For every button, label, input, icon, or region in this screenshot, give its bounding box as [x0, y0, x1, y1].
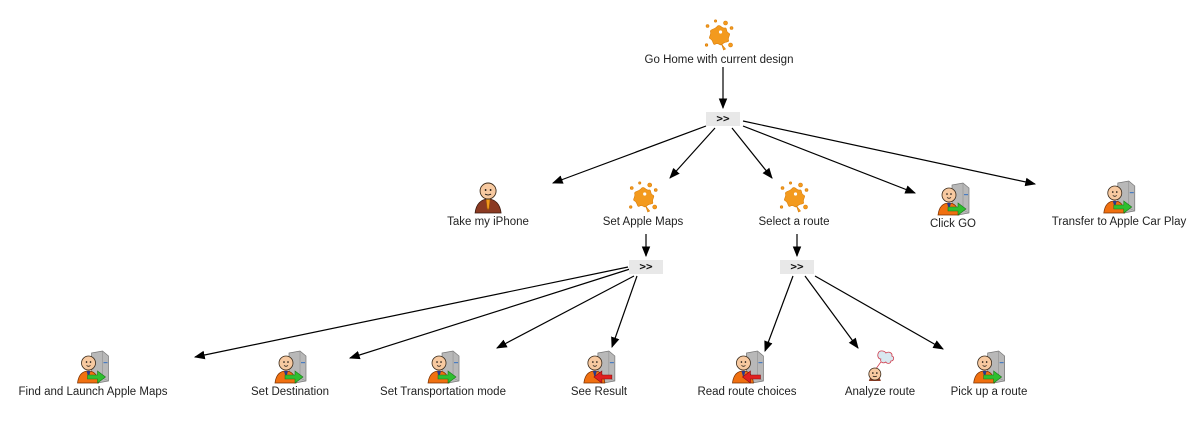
edge-op2-to-find	[193, 266, 629, 360]
interaction-task-icon	[427, 350, 460, 384]
task-label: Read route choices	[697, 386, 797, 398]
interaction-task-icon	[274, 350, 307, 384]
task-node-read-route-choices[interactable]: Read route choices	[697, 350, 797, 398]
task-label: Pick up a route	[950, 386, 1028, 398]
edge-op3-to-read	[764, 275, 794, 353]
edge-op3-to-pick	[814, 275, 944, 350]
interaction-task-icon	[973, 350, 1006, 384]
interaction-task-icon	[77, 350, 110, 384]
task-label: Set Transportation mode	[380, 386, 506, 398]
task-label: Take my iPhone	[447, 216, 529, 228]
edge-op1-to-maps	[669, 127, 716, 179]
operator-enabling[interactable]: >>	[629, 260, 663, 274]
edge-op1-to-go	[742, 125, 917, 194]
task-node-set-transport-mode[interactable]: Set Transportation mode	[380, 350, 506, 398]
task-label: Transfer to Apple Car Play	[1051, 216, 1187, 228]
task-node-set-apple-maps[interactable]: Set Apple Maps	[602, 180, 684, 228]
task-node-find-launch-maps[interactable]: Find and Launch Apple Maps	[18, 350, 168, 398]
cognitive-task-icon	[868, 350, 895, 381]
task-node-see-result[interactable]: See Result	[571, 350, 627, 398]
task-label: Click GO	[930, 218, 976, 230]
task-label: Set Destination	[251, 386, 329, 398]
edge-op2-to-result	[611, 275, 638, 349]
edge-op2-to-dest	[348, 268, 631, 360]
task-node-take-iphone[interactable]: Take my iPhone	[447, 180, 529, 228]
output-task-icon	[583, 350, 616, 384]
task-label: Analyze route	[844, 386, 916, 398]
task-label: Go Home with current design	[644, 54, 794, 66]
task-node-analyze-route[interactable]: Analyze route	[845, 350, 915, 398]
output-task-icon	[731, 350, 764, 384]
abstract-task-icon	[780, 181, 809, 213]
edge-op1-to-iphone	[551, 125, 707, 184]
abstract-task-icon	[629, 181, 658, 213]
task-node-click-go[interactable]: Click GO	[930, 182, 976, 230]
edge-op2-to-mode	[496, 275, 635, 349]
task-node-set-destination[interactable]: Set Destination	[251, 350, 329, 398]
task-label: Select a route	[758, 216, 830, 228]
abstract-task-icon	[705, 19, 734, 51]
task-label: Set Apple Maps	[602, 216, 684, 228]
task-node-select-route[interactable]: Select a route	[758, 180, 830, 228]
user-task-icon	[474, 182, 502, 214]
task-node-transfer-carplay[interactable]: Transfer to Apple Car Play	[1052, 180, 1186, 228]
edge-op1-to-route	[731, 127, 773, 179]
edge-op1-to-carplay	[742, 120, 1037, 187]
task-label: Find and Launch Apple Maps	[18, 386, 168, 398]
operator-enabling[interactable]: >>	[780, 260, 814, 274]
operator-enabling[interactable]: >>	[706, 112, 740, 126]
interaction-task-icon	[1103, 180, 1136, 214]
interaction-task-icon	[937, 182, 970, 216]
task-label: See Result	[570, 386, 628, 398]
edge-op3-to-analyze	[804, 275, 859, 349]
task-node-pick-route[interactable]: Pick up a route	[950, 350, 1028, 398]
task-node-go-home[interactable]: Go Home with current design	[644, 18, 794, 66]
